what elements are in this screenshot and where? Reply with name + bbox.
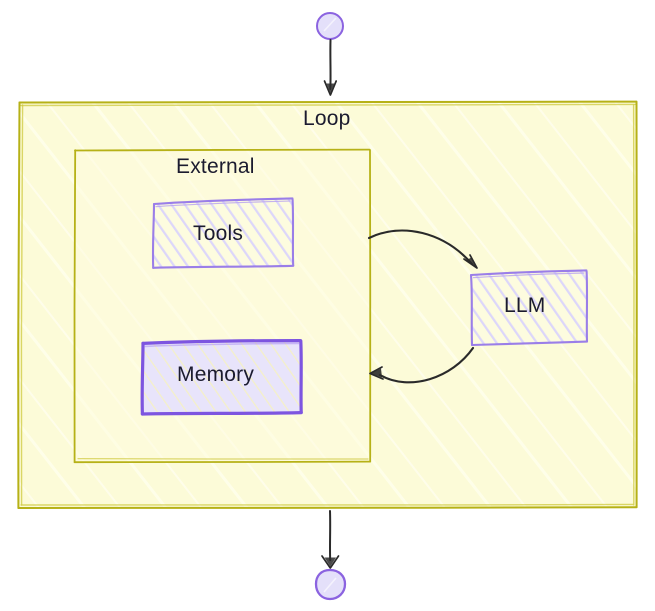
edge-start-to-loop — [323, 39, 338, 96]
edge-loop-end-arrowhead — [321, 555, 340, 569]
tools-edge-top — [152, 197, 294, 206]
llm-edge-bottom — [470, 340, 589, 347]
edge-llm-external-arrowhead-fill — [371, 368, 382, 378]
llm-edge-top — [469, 269, 588, 277]
memory-edge-top-2 — [144, 342, 300, 348]
end-highlight — [323, 577, 337, 593]
start-circle — [316, 12, 344, 40]
edge-start-loop-arrowhead — [323, 80, 338, 96]
edge-external-to-llm — [367, 229, 478, 269]
memory-edge-top — [141, 339, 302, 345]
loop-edge-left — [17, 101, 21, 509]
edge-loop-end-arrowhead-fill — [324, 557, 336, 567]
loop-edge-left-2 — [20, 104, 24, 506]
edge-llm-external-arrowhead — [369, 366, 384, 380]
llm-edge-top-2 — [472, 272, 585, 279]
llm-edge-left — [469, 274, 474, 347]
loop-edge-bottom-2 — [20, 503, 634, 506]
edge-llm-external-line — [378, 346, 475, 384]
node-start[interactable] — [316, 12, 344, 40]
node-tools[interactable] — [151, 197, 295, 269]
container-external[interactable] — [73, 148, 372, 464]
edge-loop-to-end — [321, 510, 340, 569]
node-end[interactable] — [314, 568, 347, 601]
node-memory[interactable] — [140, 339, 303, 416]
node-llm[interactable] — [469, 269, 589, 347]
memory-fill — [142, 340, 301, 414]
memory-edge-left — [140, 341, 145, 416]
tools-edge-right — [291, 198, 295, 267]
edge-external-llm-arrowhead-fill — [466, 257, 476, 267]
external-edge-left — [73, 149, 77, 464]
tools-edge-top-2 — [155, 200, 291, 208]
loop-edge-top-2 — [20, 103, 636, 107]
loop-edge-top — [18, 100, 637, 104]
external-edge-bottom — [73, 460, 372, 464]
external-frame-fill — [74, 149, 370, 462]
external-edge-top — [74, 148, 371, 152]
tools-fill — [153, 198, 293, 268]
llm-fill — [471, 270, 587, 345]
tools-edge-bottom — [152, 264, 295, 269]
tools-edge-left — [151, 203, 156, 269]
edge-start-loop-arrowhead-fill — [326, 83, 335, 93]
memory-edge-bottom — [140, 411, 303, 416]
edge-llm-to-external — [369, 346, 475, 384]
edge-external-llm-line — [367, 229, 474, 266]
start-highlight — [323, 17, 337, 32]
loop-edge-bottom — [17, 506, 638, 509]
edge-external-llm-arrowhead — [463, 254, 478, 269]
